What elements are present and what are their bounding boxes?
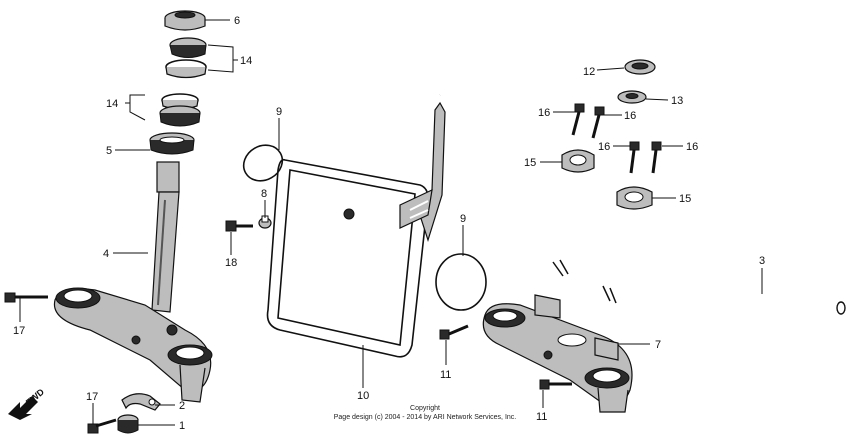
bolt-18-part [225, 220, 253, 232]
number-plate-part [266, 101, 446, 358]
bolt-16-d-part [651, 141, 662, 174]
callout-16-a: 16 [538, 107, 550, 119]
stem-tube-part [151, 161, 180, 313]
callout-labels: 6 14 14 5 4 17 9 8 18 10 9 11 12 13 16 1… [13, 15, 765, 432]
callout-2: 2 [179, 400, 185, 412]
cap-12-part [624, 59, 656, 75]
callout-14-lower: 14 [106, 98, 118, 110]
lower-triple-clamp-part [53, 287, 213, 403]
callout-16-b: 16 [624, 110, 636, 122]
callout-8: 8 [261, 188, 267, 200]
callout-12: 12 [583, 66, 595, 78]
bolt-17-left-part [4, 292, 48, 303]
callout-17-left: 17 [13, 325, 25, 337]
leader-lines [19, 19, 763, 426]
holder-15-upper-part [561, 149, 595, 173]
callout-15-lower: 15 [679, 193, 691, 205]
bolt-16-a-part [571, 103, 585, 136]
holder-15-lower-part [616, 186, 653, 210]
callout-4: 4 [103, 248, 109, 260]
cable-clamp-part [121, 393, 161, 411]
forward-direction-indicator: FWD [8, 386, 46, 420]
callout-16-c: 16 [598, 141, 610, 153]
washer-13-part [617, 90, 647, 104]
bolt-11-lower-part [539, 379, 572, 390]
callout-1: 1 [179, 420, 185, 432]
callout-14-upper: 14 [240, 55, 252, 67]
callout-6: 6 [234, 15, 240, 27]
handlebar-part [437, 87, 846, 315]
bearing-lower-part [159, 93, 201, 127]
bolt-17-bottom-part [87, 418, 117, 434]
bolt-16-b-part [591, 106, 605, 139]
dust-seal-part [149, 132, 195, 155]
upper-triple-clamp-part [482, 294, 633, 413]
handlebar-clamp-hardware [561, 59, 662, 210]
callout-18: 18 [225, 257, 237, 269]
copyright-notice: Copyright Page design (c) 2004 - 2014 by… [334, 405, 517, 421]
bearing-upper-part [165, 37, 207, 79]
bolt-11-upper-part [439, 324, 469, 340]
number-plate-assembly [225, 101, 487, 358]
copyright-line-2: Page design (c) 2004 - 2014 by ARI Netwo… [334, 414, 517, 421]
collar-part [117, 414, 139, 434]
o-ring-9-left-part [242, 144, 284, 182]
callout-9-right: 9 [460, 213, 466, 225]
steering-stem-assembly [4, 10, 213, 434]
callout-7: 7 [655, 339, 661, 351]
callout-11-upper: 11 [440, 369, 451, 381]
callout-13: 13 [671, 95, 683, 107]
copyright-line-1: Copyright [410, 405, 440, 412]
stem-nut-part [164, 10, 206, 31]
callout-10: 10 [357, 390, 369, 402]
callout-16-d: 16 [686, 141, 698, 153]
callout-3: 3 [759, 255, 765, 267]
o-ring-9-right-part [435, 253, 487, 311]
callout-9-left: 9 [276, 106, 282, 118]
bolt-16-c-part [629, 141, 640, 174]
callout-17-bottom: 17 [86, 391, 98, 403]
callout-5: 5 [106, 145, 112, 157]
callout-11-lower: 11 [536, 411, 547, 423]
callout-15-upper: 15 [524, 157, 536, 169]
